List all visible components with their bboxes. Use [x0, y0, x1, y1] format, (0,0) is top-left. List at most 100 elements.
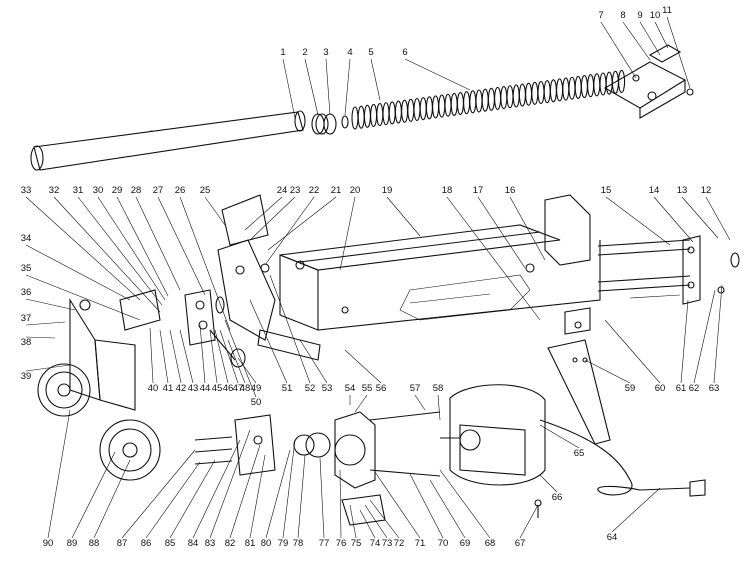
leader-7 — [600, 21, 637, 79]
leader-39 — [25, 364, 71, 372]
leader-65 — [539, 424, 580, 449]
leader-13 — [681, 196, 719, 239]
callout-19: 19 — [381, 185, 393, 196]
callout-90: 90 — [42, 538, 54, 549]
leader-31 — [77, 196, 163, 306]
leader-26 — [179, 196, 231, 331]
callout-72: 72 — [393, 538, 405, 549]
leader-33 — [25, 196, 141, 301]
leader-80 — [265, 449, 291, 539]
callout-79: 79 — [277, 538, 289, 549]
leader-63 — [713, 284, 723, 384]
leader-19 — [386, 196, 421, 237]
leader-22 — [264, 196, 315, 266]
callout-41: 41 — [162, 383, 174, 394]
callout-20: 20 — [349, 185, 361, 196]
leader-35 — [25, 274, 141, 321]
callout-80: 80 — [260, 538, 272, 549]
callout-23: 23 — [289, 185, 301, 196]
callout-81: 81 — [244, 538, 256, 549]
callout-25: 25 — [199, 185, 211, 196]
leader-51 — [249, 299, 288, 384]
callout-17: 17 — [472, 185, 484, 196]
callout-83: 83 — [204, 538, 216, 549]
leader-25 — [204, 196, 226, 226]
callout-35: 35 — [20, 263, 32, 274]
callout-9: 9 — [637, 10, 643, 21]
leader-4 — [344, 58, 351, 116]
callout-69: 69 — [459, 538, 471, 549]
leader-32 — [53, 196, 161, 313]
callout-76: 76 — [335, 538, 347, 549]
leader-16 — [509, 196, 546, 261]
leader-56 — [344, 349, 382, 384]
callout-74: 74 — [369, 538, 381, 549]
callout-31: 31 — [72, 185, 84, 196]
callout-7: 7 — [598, 10, 604, 21]
callout-21: 21 — [330, 185, 342, 196]
callout-77: 77 — [318, 538, 330, 549]
leader-83 — [209, 429, 251, 539]
callout-13: 13 — [676, 185, 688, 196]
valve-knob — [209, 329, 246, 368]
leader-43 — [179, 329, 194, 384]
callout-37: 37 — [20, 313, 32, 324]
callout-64: 64 — [606, 532, 618, 543]
leader-30 — [97, 196, 166, 301]
leader-15 — [605, 196, 671, 246]
callout-85: 85 — [164, 538, 176, 549]
callout-46: 46 — [222, 383, 234, 394]
callout-59: 59 — [624, 383, 636, 394]
callout-6: 6 — [402, 47, 408, 58]
leader-87 — [121, 449, 196, 539]
leader-41 — [159, 329, 169, 384]
callout-29: 29 — [111, 185, 123, 196]
leader-61 — [680, 299, 689, 384]
callout-82: 82 — [224, 538, 236, 549]
leader-75 — [349, 504, 357, 539]
support-leg — [547, 307, 611, 445]
leader-5 — [370, 58, 381, 101]
callout-50: 50 — [250, 397, 262, 408]
leader-14 — [653, 196, 694, 243]
leader-48 — [227, 339, 246, 384]
callout-24: 24 — [276, 185, 288, 196]
callout-65: 65 — [573, 448, 585, 459]
callout-44: 44 — [199, 383, 211, 394]
leader-17 — [477, 196, 526, 269]
callout-47: 47 — [232, 383, 244, 394]
leader-58 — [437, 394, 441, 421]
leader-74 — [359, 509, 376, 539]
pump-assembly — [194, 411, 376, 489]
callout-39: 39 — [20, 371, 32, 382]
leader-29 — [116, 196, 169, 297]
callout-5: 5 — [368, 47, 374, 58]
callout-66: 66 — [551, 492, 563, 503]
ram-tube — [30, 110, 306, 171]
guide-rods — [597, 239, 691, 299]
leader-67 — [519, 504, 539, 539]
leader-88 — [93, 459, 131, 539]
leader-42 — [169, 329, 182, 384]
leader-77 — [319, 457, 325, 539]
leader-8 — [622, 21, 651, 61]
callout-75: 75 — [350, 538, 362, 549]
long-bolts — [369, 411, 441, 477]
callout-53: 53 — [321, 383, 333, 394]
leader-37 — [25, 321, 66, 326]
callout-86: 86 — [140, 538, 152, 549]
callout-51: 51 — [281, 383, 293, 394]
leader-23 — [249, 196, 296, 241]
callout-14: 14 — [648, 185, 660, 196]
leader-34 — [25, 244, 131, 301]
leader-72 — [369, 499, 400, 539]
callout-89: 89 — [66, 538, 78, 549]
leader-79 — [282, 439, 296, 539]
callout-22: 22 — [308, 185, 320, 196]
leader-68 — [439, 469, 491, 539]
leader-84 — [192, 439, 241, 539]
leader-78 — [297, 454, 306, 539]
callout-33: 33 — [20, 185, 32, 196]
callout-15: 15 — [600, 185, 612, 196]
